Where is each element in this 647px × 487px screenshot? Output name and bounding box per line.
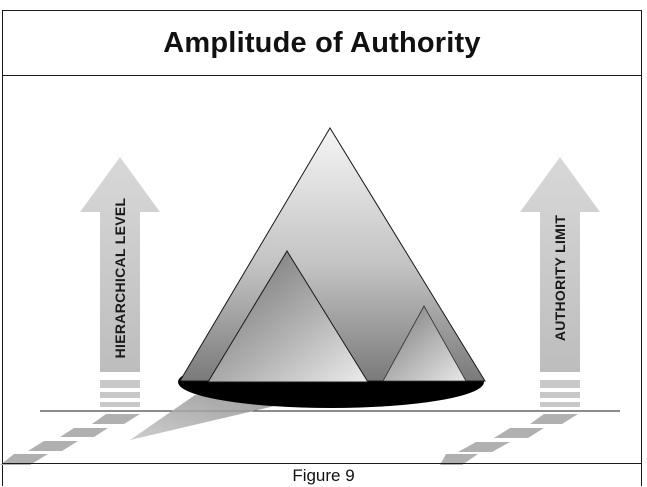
caption-divider	[2, 463, 642, 464]
right-perspective-dashes	[440, 414, 578, 465]
authority-limit-label: AUTHORITY LIMIT	[552, 215, 568, 341]
left-perspective-dashes	[0, 414, 140, 465]
medium-pyramid	[207, 250, 369, 383]
figure-title: Amplitude of Authority	[163, 26, 481, 59]
up-arrow-icon	[520, 157, 600, 372]
hierarchical-level-label: HIERARCHICAL LEVEL	[112, 198, 128, 359]
up-arrow-icon	[80, 157, 160, 372]
hierarchical-level-arrow: HIERARCHICAL LEVEL	[80, 157, 160, 407]
title-bar: Amplitude of Authority	[3, 11, 641, 76]
small-pyramid	[382, 305, 467, 382]
pyramid-shadow	[130, 395, 300, 440]
figure-frame: Amplitude of Authority	[2, 10, 642, 486]
figure-caption: Figure 9	[292, 466, 355, 485]
authority-limit-arrow: AUTHORITY LIMIT	[520, 157, 600, 407]
